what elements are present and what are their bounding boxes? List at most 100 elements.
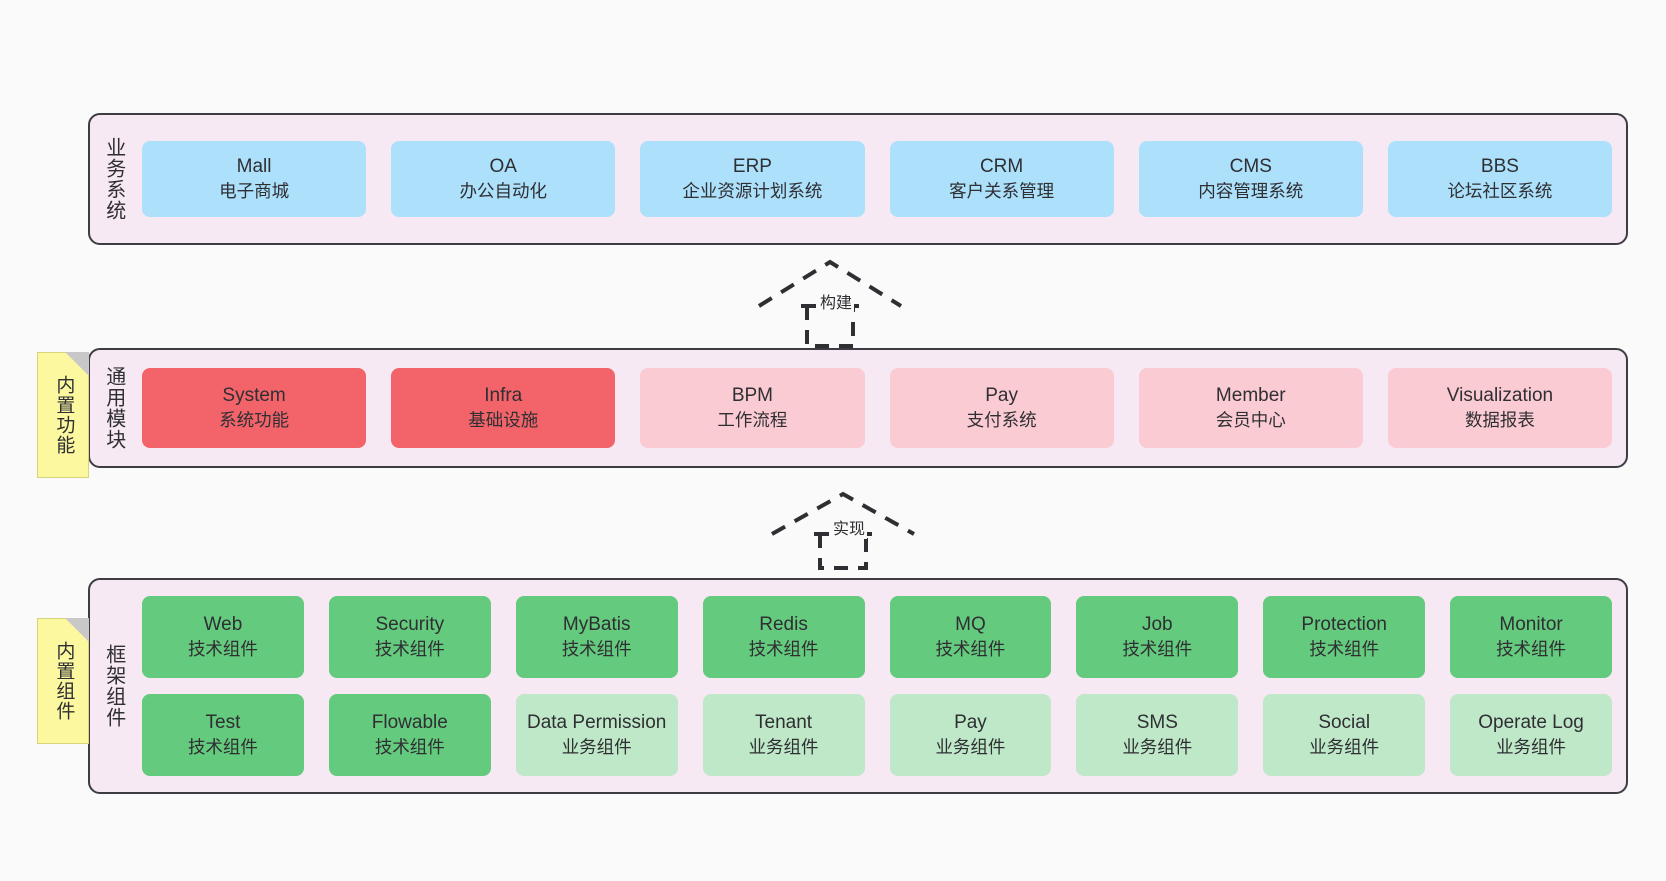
card-en-label: BPM	[731, 385, 774, 407]
card-cn-label: 业务组件	[935, 736, 1006, 757]
framework-card-data-permission[interactable]: Data Permission 业务组件	[515, 694, 678, 776]
card-en-label: OA	[489, 156, 517, 178]
layer-business-body: Mall 电子商城 OA 办公自动化 ERP 企业资源计划系统 CRM 客户关系…	[136, 115, 1626, 243]
layer-common-modules: 通用模块 System 系统功能 Infra 基础设施 BPM 工作流程 Pay…	[88, 348, 1628, 468]
framework-card-mq[interactable]: MQ 技术组件	[889, 596, 1052, 678]
generalization-arrow-implement: 实现	[768, 490, 918, 570]
business-row: Mall 电子商城 OA 办公自动化 ERP 企业资源计划系统 CRM 客户关系…	[142, 141, 1613, 217]
business-card-cms[interactable]: CMS 内容管理系统	[1138, 141, 1363, 217]
layer-framework-title: 框架组件	[102, 644, 125, 728]
arrow-head-triangle-sides	[771, 491, 915, 536]
framework-card-sms[interactable]: SMS 业务组件	[1076, 694, 1239, 776]
card-en-label: BBS	[1480, 156, 1519, 178]
layer-modules-body: System 系统功能 Infra 基础设施 BPM 工作流程 Pay 支付系统…	[136, 350, 1626, 466]
module-card-pay[interactable]: Pay 支付系统	[889, 368, 1114, 448]
framework-card-security[interactable]: Security 技术组件	[328, 596, 491, 678]
framework-card-social[interactable]: Social 业务组件	[1263, 694, 1426, 776]
card-cn-label: 基础设施	[468, 409, 539, 430]
card-en-label: MQ	[955, 614, 986, 636]
card-cn-label: 系统功能	[219, 409, 290, 430]
card-cn-label: 技术组件	[1309, 638, 1380, 659]
module-card-visualization[interactable]: Visualization 数据报表	[1387, 368, 1613, 448]
card-cn-label: 电子商城	[219, 180, 290, 201]
card-cn-label: 内容管理系统	[1198, 180, 1304, 201]
business-card-mall[interactable]: Mall 电子商城	[142, 141, 367, 217]
card-cn-label: 企业资源计划系统	[682, 180, 823, 201]
layer-framework-body: Web 技术组件 Security 技术组件 MyBatis 技术组件 Redi…	[136, 580, 1626, 792]
card-cn-label: 业务组件	[1309, 736, 1380, 757]
framework-card-operate-log[interactable]: Operate Log 业务组件	[1450, 694, 1612, 776]
business-card-crm[interactable]: CRM 客户关系管理	[889, 141, 1114, 217]
framework-card-test[interactable]: Test 技术组件	[142, 694, 304, 776]
card-en-label: Member	[1215, 385, 1286, 407]
card-en-label: Pay	[954, 712, 987, 734]
card-cn-label: 会员中心	[1215, 409, 1286, 430]
framework-card-tenant[interactable]: Tenant 业务组件	[702, 694, 865, 776]
framework-row-business: Test 技术组件 Flowable 技术组件 Data Permission …	[142, 694, 1612, 776]
modules-row: System 系统功能 Infra 基础设施 BPM 工作流程 Pay 支付系统…	[142, 368, 1613, 448]
module-card-system[interactable]: System 系统功能	[142, 368, 367, 448]
card-en-label: Redis	[759, 614, 808, 636]
business-card-erp[interactable]: ERP 企业资源计划系统	[640, 141, 865, 217]
card-en-label: Job	[1141, 614, 1173, 636]
layer-framework-components: 框架组件 Web 技术组件 Security 技术组件 MyBatis 技术组件…	[88, 578, 1628, 794]
card-en-label: SMS	[1136, 712, 1178, 734]
card-cn-label: 技术组件	[187, 638, 258, 659]
card-cn-label: 客户关系管理	[949, 180, 1055, 201]
framework-card-job[interactable]: Job 技术组件	[1076, 596, 1239, 678]
card-cn-label: 业务组件	[1496, 736, 1567, 757]
business-card-bbs[interactable]: BBS 论坛社区系统	[1387, 141, 1613, 217]
arrow-head-triangle-sides	[757, 259, 903, 308]
module-card-member[interactable]: Member 会员中心	[1138, 368, 1363, 448]
card-en-label: Tenant	[755, 712, 813, 734]
card-en-label: CMS	[1229, 156, 1272, 178]
card-en-label: Social	[1318, 712, 1371, 734]
card-cn-label: 数据报表	[1464, 409, 1535, 430]
card-en-label: ERP	[732, 156, 772, 178]
framework-card-flowable[interactable]: Flowable 技术组件	[328, 694, 491, 776]
card-cn-label: 办公自动化	[459, 180, 548, 201]
framework-card-redis[interactable]: Redis 技术组件	[702, 596, 865, 678]
card-en-label: MyBatis	[562, 614, 631, 636]
module-card-infra[interactable]: Infra 基础设施	[391, 368, 616, 448]
card-cn-label: 技术组件	[187, 736, 258, 757]
card-en-label: Data Permission	[526, 712, 667, 734]
card-cn-label: 支付系统	[966, 409, 1037, 430]
card-en-label: System	[222, 385, 286, 407]
card-cn-label: 业务组件	[1122, 736, 1193, 757]
framework-row-tech: Web 技术组件 Security 技术组件 MyBatis 技术组件 Redi…	[142, 596, 1612, 678]
card-cn-label: 业务组件	[748, 736, 819, 757]
arrow-stem	[818, 534, 868, 570]
card-en-label: Security	[375, 614, 445, 636]
card-en-label: Visualization	[1446, 385, 1554, 407]
card-en-label: Web	[203, 614, 243, 636]
card-cn-label: 技术组件	[935, 638, 1006, 659]
framework-card-web[interactable]: Web 技术组件	[142, 596, 304, 678]
arrow-label-build: 构建	[818, 294, 855, 314]
generalization-arrow-build: 构建	[755, 258, 905, 348]
framework-card-pay[interactable]: Pay 业务组件	[889, 694, 1052, 776]
module-card-bpm[interactable]: BPM 工作流程	[640, 368, 865, 448]
arrow-label-implement: 实现	[831, 520, 868, 540]
card-en-label: Operate Log	[1478, 712, 1584, 734]
card-en-label: CRM	[979, 156, 1024, 178]
card-cn-label: 技术组件	[374, 638, 445, 659]
sticky-note-builtin-components: 内置组件	[37, 618, 89, 744]
layer-business-systems: 业务系统 Mall 电子商城 OA 办公自动化 ERP 企业资源计划系统 CRM…	[88, 113, 1628, 245]
card-cn-label: 技术组件	[561, 638, 632, 659]
card-cn-label: 技术组件	[1122, 638, 1193, 659]
framework-card-mybatis[interactable]: MyBatis 技术组件	[515, 596, 678, 678]
layer-business-title: 业务系统	[102, 137, 125, 221]
card-cn-label: 技术组件	[1496, 638, 1567, 659]
framework-card-monitor[interactable]: Monitor 技术组件	[1450, 596, 1612, 678]
card-en-label: Monitor	[1499, 614, 1563, 636]
framework-card-protection[interactable]: Protection 技术组件	[1263, 596, 1426, 678]
business-card-oa[interactable]: OA 办公自动化	[391, 141, 616, 217]
card-en-label: Infra	[484, 385, 523, 407]
card-cn-label: 技术组件	[748, 638, 819, 659]
card-en-label: Mall	[236, 156, 272, 178]
card-en-label: Flowable	[371, 712, 448, 734]
layer-modules-title: 通用模块	[102, 366, 125, 450]
sticky-note-builtin-functions: 内置功能	[37, 352, 89, 478]
